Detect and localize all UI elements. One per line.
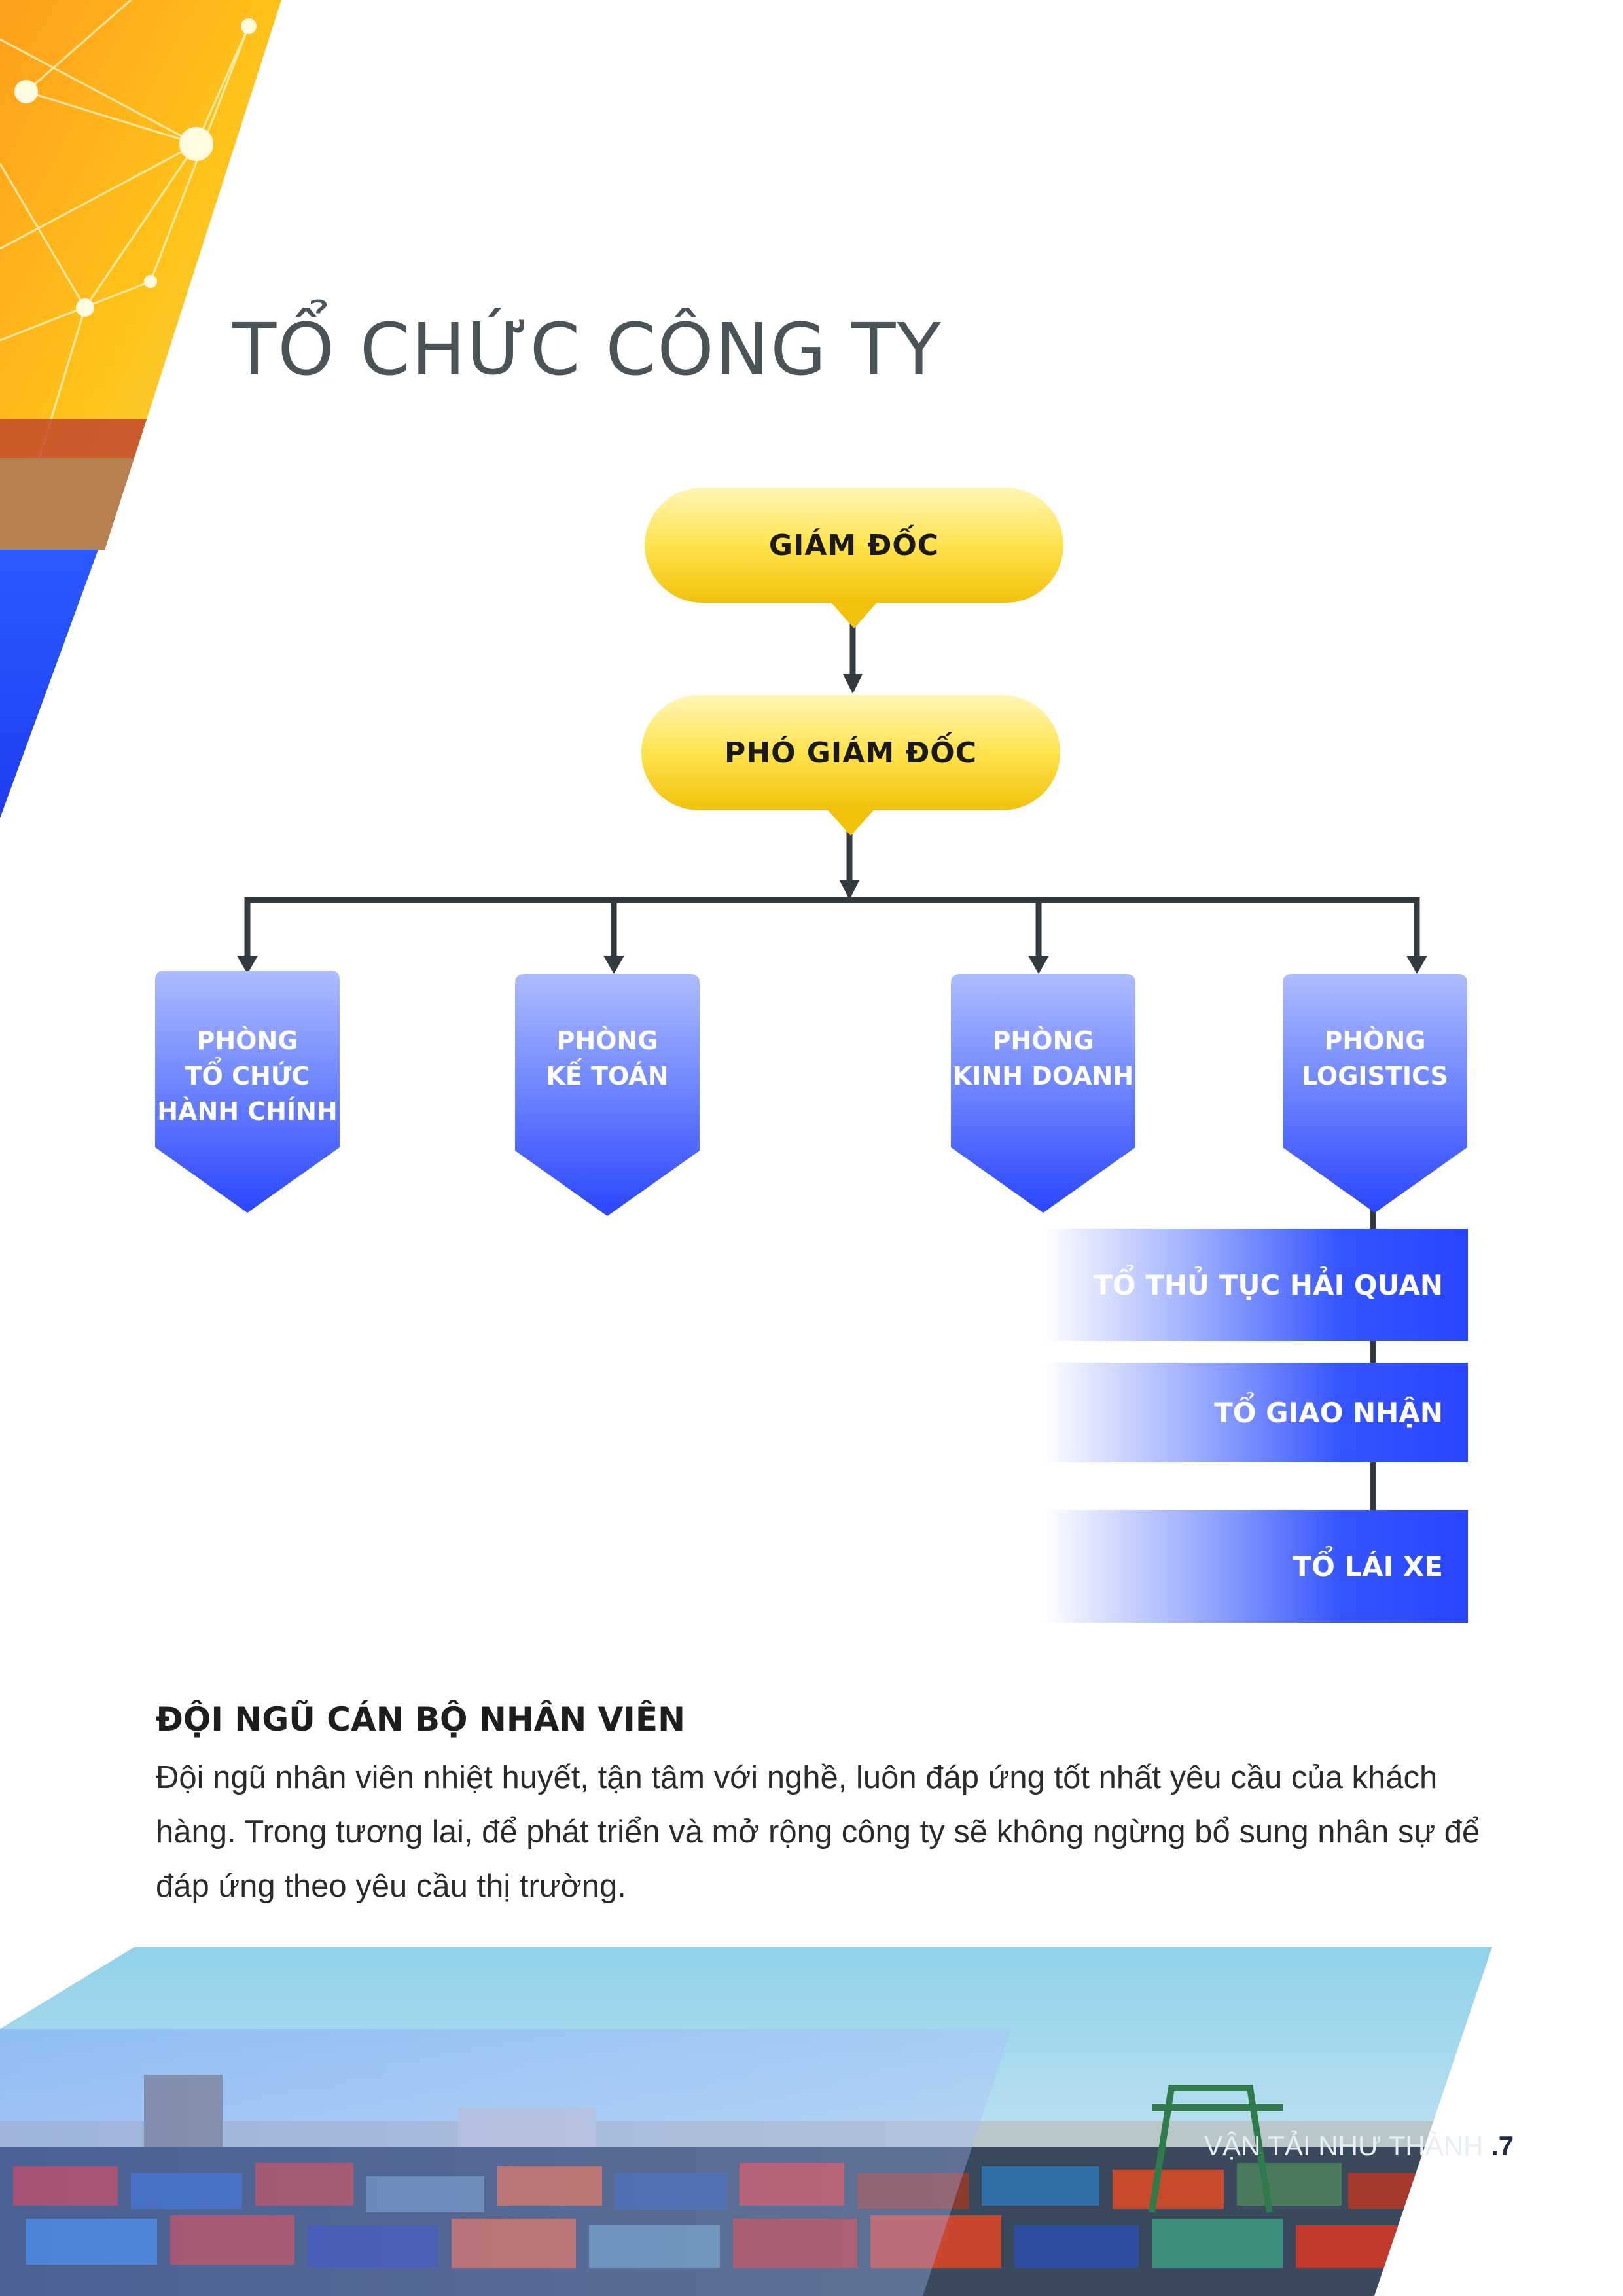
department-logistics-line-1: PHÒNG [1324,1026,1426,1055]
department-logistics-line-2: LOGISTICS [1302,1062,1448,1090]
director-box: GIÁM ĐỐC [645,488,1063,603]
deputy-director-pointer [825,806,877,836]
department-sales: PHÒNG KINH DOANH [951,974,1135,1213]
department-accounting: PHÒNG KẾ TOÁN [515,974,700,1216]
director-label: GIÁM ĐỐC [768,528,940,562]
director-pointer [828,599,880,628]
footer-page-number: .7 [1491,2130,1514,2161]
department-accounting-line-1: PHÒNG [556,1026,658,1055]
department-accounting-line-2: KẾ TOÁN [546,1062,669,1090]
deputy-director-label: PHÓ GIÁM ĐỐC [724,736,977,770]
team-customs: TỔ THỦ TỤC HẢI QUAN [1044,1229,1468,1341]
team-drivers-label: TỔ LÁI XE [1293,1550,1443,1583]
footer-company: VẬN TẢI NHƯ THÀNH [1204,2130,1484,2161]
department-admin: PHÒNG TỔ CHỨC HÀNH CHÍNH [155,971,340,1213]
department-admin-line-2: TỔ CHỨC [185,1062,310,1090]
staff-section-body: Đội ngũ nhân viên nhiệt huyết, tận tâm v… [156,1760,1480,1904]
department-logistics: PHÒNG LOGISTICS [1283,974,1467,1213]
container-port-photo [0,1947,1492,2296]
page-title: TỔ CHỨC CÔNG TY [232,308,942,391]
team-delivery: TỔ GIAO NHẬN [1044,1363,1468,1462]
decorative-network-banner [0,0,281,818]
team-customs-label: TỔ THỦ TỤC HẢI QUAN [1094,1268,1443,1301]
department-sales-line-1: PHÒNG [992,1026,1094,1055]
deputy-director-box: PHÓ GIÁM ĐỐC [641,695,1060,810]
staff-section-heading: ĐỘI NGŨ CÁN BỘ NHÂN VIÊN [156,1700,685,1738]
department-admin-line-1: PHÒNG [196,1026,298,1055]
team-delivery-label: TỔ GIAO NHẬN [1214,1396,1443,1429]
department-admin-line-3: HÀNH CHÍNH [157,1097,338,1126]
department-sales-line-2: KINH DOANH [952,1062,1134,1090]
page-footer: VẬN TẢI NHƯ THÀNH .7 [1204,2130,1514,2162]
team-drivers: TỔ LÁI XE [1044,1510,1468,1623]
